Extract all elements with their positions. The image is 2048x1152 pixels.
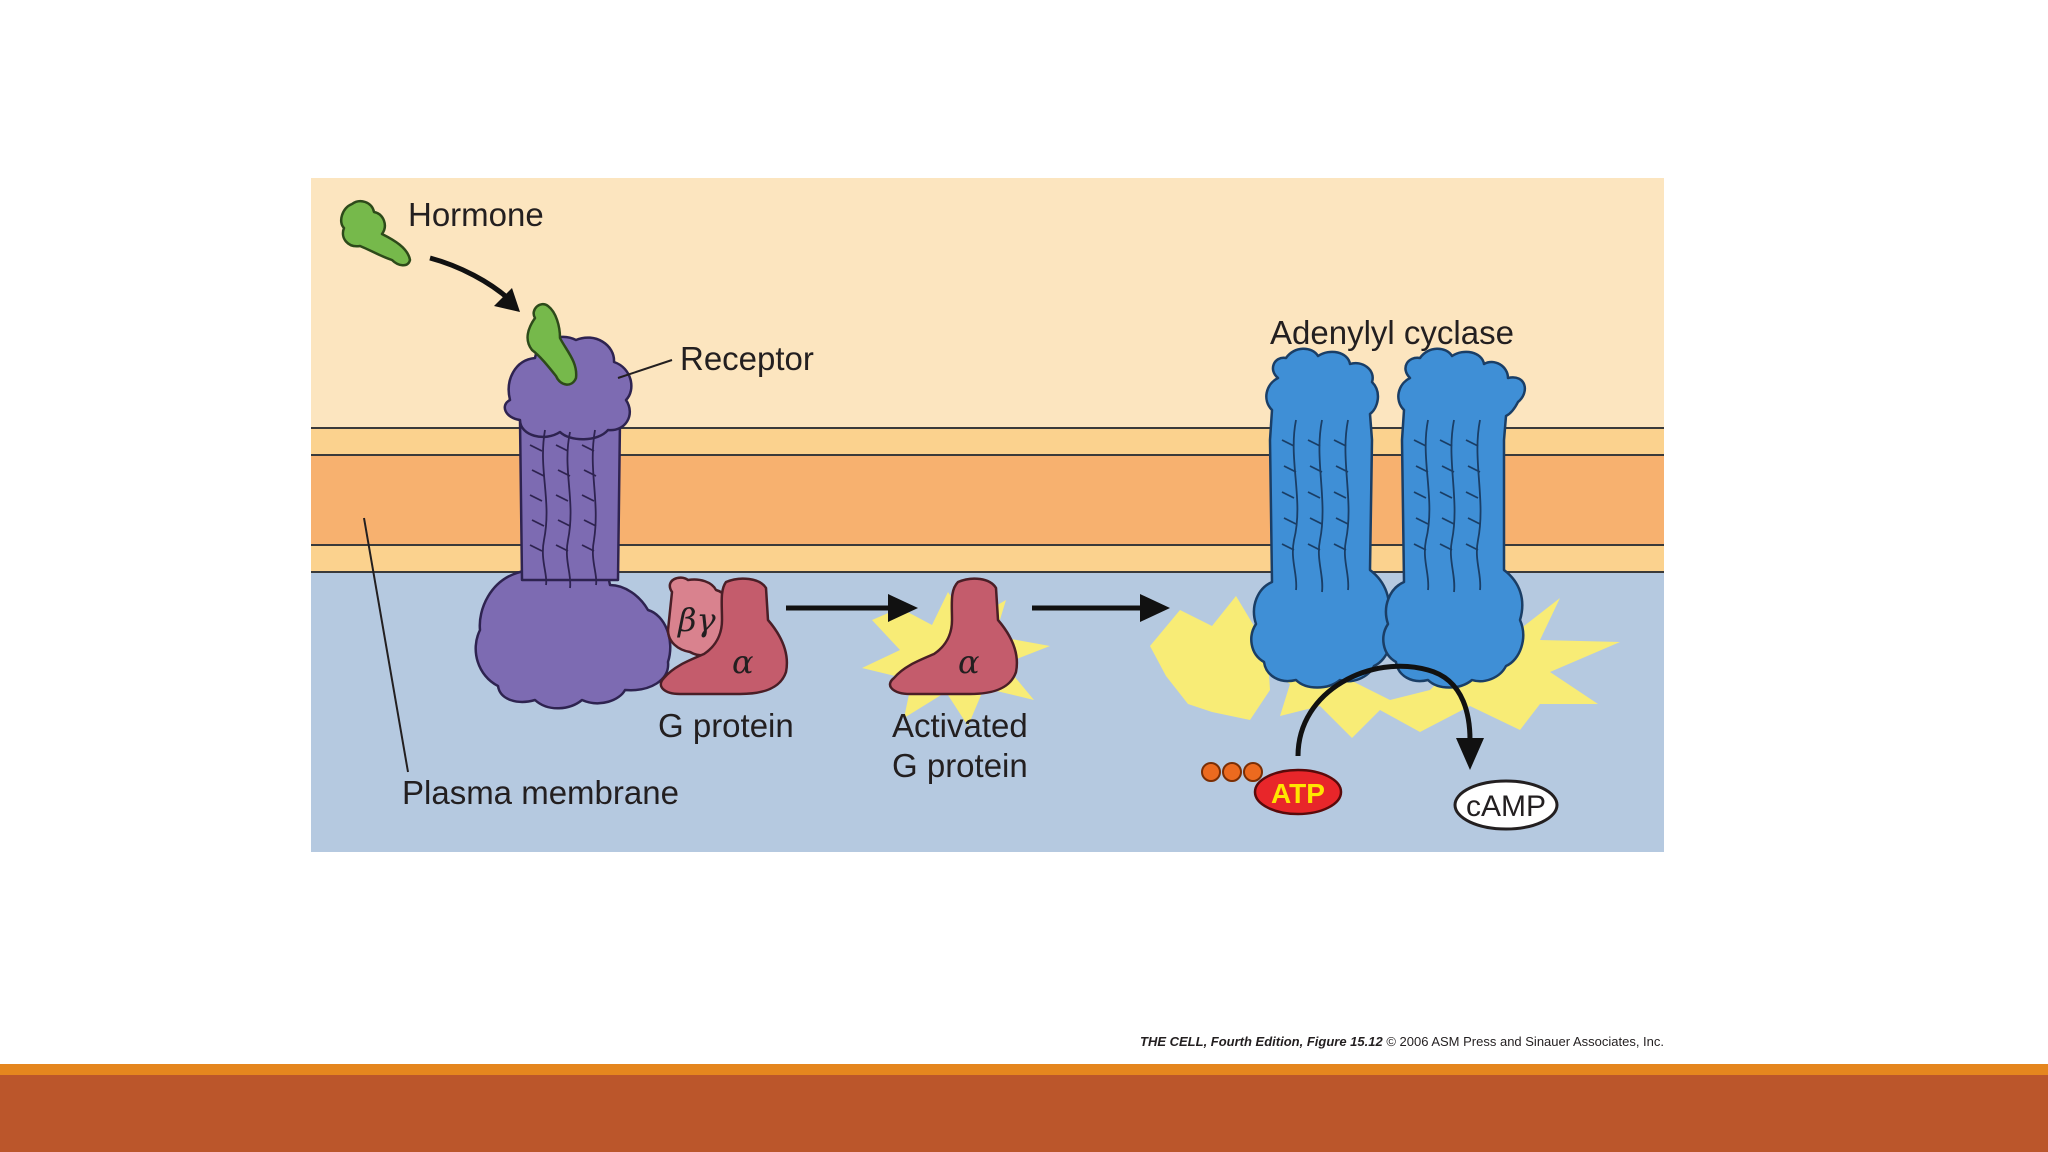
receptor-label: Receptor [680, 340, 814, 377]
g-protein [659, 576, 789, 696]
atp-oval [1253, 768, 1343, 816]
activated-label-line2: G protein [892, 747, 1028, 784]
activation-arrow-1 [786, 594, 918, 622]
figure-reference: THE CELL, Fourth Edition, Figure 15.12 [1140, 1034, 1383, 1049]
phosphate-2 [1222, 762, 1242, 782]
plasma-membrane-label: Plasma membrane [402, 774, 679, 811]
receptor-cytoplasmic-domain [474, 564, 672, 710]
g-protein-label: G protein [658, 707, 794, 744]
beta-gamma-label: βγ [677, 601, 717, 639]
accent-stripe-thin [0, 1064, 2048, 1075]
atp-to-camp-arrow [1295, 663, 1484, 770]
adenylyl-cyclase-left-unit [1250, 347, 1393, 689]
activation-arrow-2 [1032, 594, 1170, 622]
receptor-protein [474, 335, 672, 710]
g-protein-alpha-subunit [659, 577, 789, 696]
hormone-binding-arrow [429, 255, 520, 312]
atp-label: ATP [1271, 778, 1325, 809]
atp-molecule: ATP [1201, 762, 1343, 816]
phosphate-1 [1201, 762, 1221, 782]
adenylyl-cyclase-label: Adenylyl cyclase [1270, 314, 1514, 351]
figure-copyright: © 2006 ASM Press and Sinauer Associates,… [1386, 1034, 1664, 1049]
activated-g-alpha [888, 577, 1019, 696]
camp-oval [1453, 779, 1559, 831]
hormone-bound [526, 302, 578, 386]
activated-label-line1: Activated [892, 707, 1028, 744]
camp-molecule: cAMP [1453, 779, 1559, 831]
hormone-free [340, 200, 412, 267]
receptor-leader-line [617, 359, 673, 379]
phosphate-3 [1243, 762, 1263, 782]
camp-label: cAMP [1466, 790, 1546, 823]
alpha-label-activated: α [958, 643, 980, 681]
accent-stripe-thick [0, 1075, 2048, 1152]
plasma-membrane-leader-line [363, 517, 409, 773]
figure-credit: THE CELL, Fourth Edition, Figure 15.12 ©… [1140, 1034, 1664, 1049]
receptor-helix-lines [529, 429, 598, 589]
activation-glow-2 [1150, 596, 1270, 720]
hormone-label: Hormone [408, 196, 544, 233]
alpha-label-inactive: α [732, 643, 754, 681]
adenylyl-cyclase-helix-lines [1281, 419, 1482, 593]
activation-glow-3 [1260, 598, 1620, 738]
adenylyl-cyclase [1250, 347, 1527, 689]
